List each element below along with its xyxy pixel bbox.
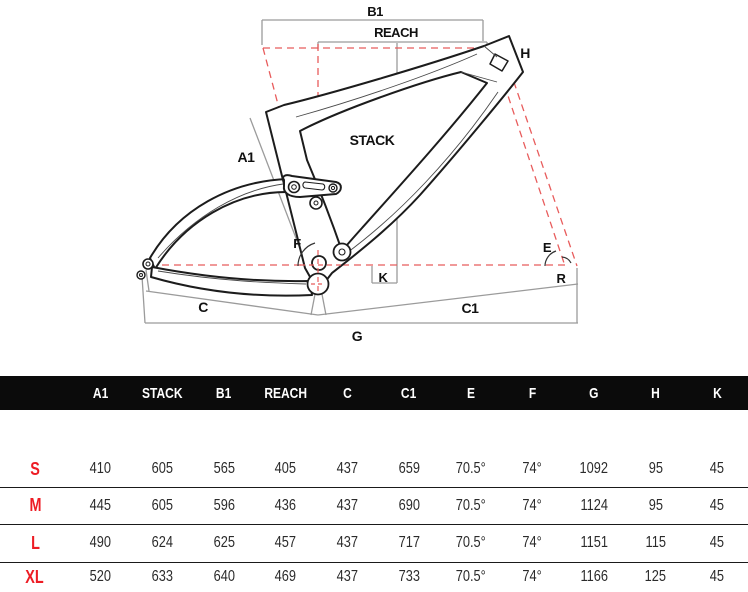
size-label: M [29, 495, 41, 515]
frame-outline [149, 35, 524, 297]
size-label: XL [25, 566, 45, 587]
triangle-opening [299, 71, 488, 252]
label-c: C [198, 299, 208, 315]
tube-detail-lines [157, 45, 499, 285]
geometry-table-header: A1 STACK B1 REACH C C1 E F G H K [0, 376, 748, 410]
table-row-s: S 410 605 565 405 437 659 70.5° 74° 1092… [0, 452, 748, 487]
header-c: C [342, 384, 352, 402]
header-stack: STACK [142, 384, 183, 402]
angle-arcs [297, 242, 572, 267]
label-k: K [379, 270, 389, 285]
header-e: E [466, 384, 475, 402]
label-e: E [543, 240, 552, 255]
label-reach: REACH [374, 25, 418, 40]
header-size [0, 376, 70, 410]
label-g: G [352, 328, 363, 344]
c1-line [317, 283, 579, 316]
label-a1: A1 [238, 149, 256, 165]
header-reach: REACH [264, 384, 308, 402]
table-row-l: L 490 624 625 457 437 717 70.5° 74° 1151… [0, 524, 748, 562]
bb-crosshair [300, 250, 345, 292]
size-label: S [30, 458, 40, 479]
f-angle-arc [297, 242, 316, 267]
head-axis-dashed-2 [505, 58, 578, 267]
frame-geometry-diagram: B1 REACH H A1 STACK F E R K C C1 G [136, 4, 579, 344]
label-h: H [520, 45, 530, 61]
seatstay [149, 178, 290, 270]
label-stack: STACK [350, 132, 395, 148]
dimension-labels: B1 REACH H A1 STACK F E R K C C1 G [198, 4, 567, 344]
label-b1: B1 [367, 4, 383, 19]
header-k: K [712, 384, 722, 402]
rear-ticks [141, 269, 150, 324]
geometry-table: A1 STACK B1 REACH C C1 E F G H K S 410 6… [0, 376, 748, 592]
table-spacer [0, 410, 748, 452]
label-r: R [557, 271, 567, 286]
b1-bracket [261, 19, 484, 45]
e-angle-arc [544, 250, 557, 267]
main-pivot-circle [311, 255, 327, 271]
table-row-xl: XL 520 633 640 469 437 733 70.5° 74° 116… [0, 562, 748, 592]
rocker-slot [302, 181, 326, 191]
header-f: F [528, 384, 536, 402]
size-label: L [30, 532, 40, 553]
header-g: G [589, 384, 599, 402]
chainstay [150, 266, 313, 297]
head-gusset-diamond [489, 53, 509, 72]
table-row-m: M 445 605 596 436 437 690 70.5° 74° 1124… [0, 487, 748, 524]
r-offset-arc [561, 256, 572, 264]
label-f: F [293, 236, 301, 251]
header-a1: A1 [93, 384, 109, 402]
c-line [145, 290, 319, 316]
label-c1: C1 [462, 300, 480, 316]
header-c1: C1 [401, 384, 417, 402]
header-h: H [651, 384, 660, 402]
header-b1: B1 [216, 384, 232, 402]
k-box [371, 266, 397, 284]
